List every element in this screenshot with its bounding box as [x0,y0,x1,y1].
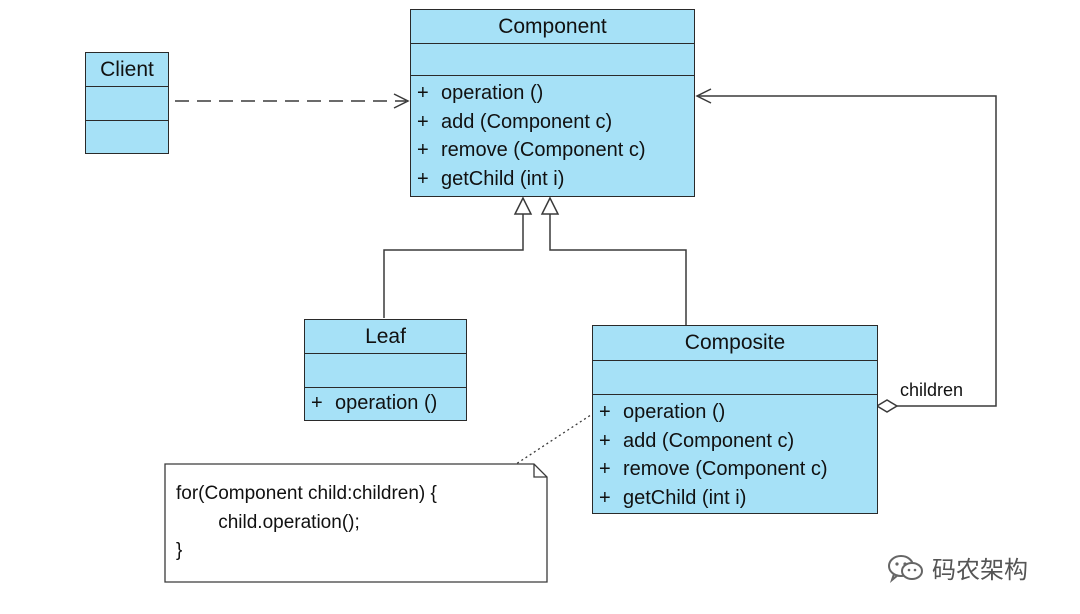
composite-generalization-line [549,214,687,325]
note-line: child.operation(); [176,511,360,533]
operation-row: +getChild (int i) [417,167,565,190]
operation-signature: getChild (int i) [441,167,565,190]
component-class[interactable]: Component +operation () +add (Component … [410,9,695,197]
operation-row: +operation () [417,82,544,104]
operations-compartment [86,121,168,153]
class-name: Composite [593,326,877,361]
operation-row: +remove (Component c) [417,139,646,161]
operation-row: +add (Component c) [599,429,795,452]
operation-signature: getChild (int i) [623,486,747,509]
operation-signature: operation () [441,82,544,104]
note-fold [533,464,547,478]
aggregation-arrowhead [695,88,712,104]
note-anchor-line [512,406,604,467]
note-line: for(Component child:children) { [176,483,437,504]
class-name: Client [86,53,168,87]
composite-generalization-triangle [540,196,560,215]
operations-compartment: +operation () +add (Component c) +remove… [411,76,694,196]
note-line: } [176,540,183,561]
watermark: 码农架构 [886,550,1028,585]
attributes-compartment [86,87,168,121]
client-class[interactable]: Client [85,52,169,154]
class-name: Leaf [305,320,466,354]
leaf-generalization-triangle [513,196,533,215]
attributes-compartment [593,361,877,395]
dependency-arrowhead [393,93,410,109]
operation-row: +add (Component c) [417,110,613,133]
attributes-compartment [411,44,694,76]
aggregation-line [698,95,997,407]
operation-signature: remove (Component c) [623,458,828,480]
attributes-compartment [305,354,466,388]
note-shape [164,463,548,583]
watermark-text: 码农架构 [932,556,1028,584]
operation-signature: operation () [335,392,438,414]
operation-row: +operation () [599,401,726,423]
operation-row: +remove (Component c) [599,458,828,480]
operation-signature: add (Component c) [441,110,613,133]
leaf-class[interactable]: Leaf +operation () [304,319,467,421]
operation-row: +operation () [311,392,438,414]
operation-signature: add (Component c) [623,429,795,452]
operation-row: +getChild (int i) [599,486,747,509]
note-code: for(Component child:children) { child.op… [176,480,437,566]
class-name: Component [411,10,694,44]
leaf-generalization-line [383,214,524,318]
operation-signature: remove (Component c) [441,139,646,161]
composite-class[interactable]: Composite +operation () +add (Component … [592,325,878,514]
operation-signature: operation () [623,401,726,423]
association-label: children [900,380,964,400]
operations-compartment: +operation () [305,388,466,420]
aggregation-diamond [875,399,899,413]
wechat-icon [888,554,923,583]
operations-compartment: +operation () +add (Component c) +remove… [593,395,877,513]
